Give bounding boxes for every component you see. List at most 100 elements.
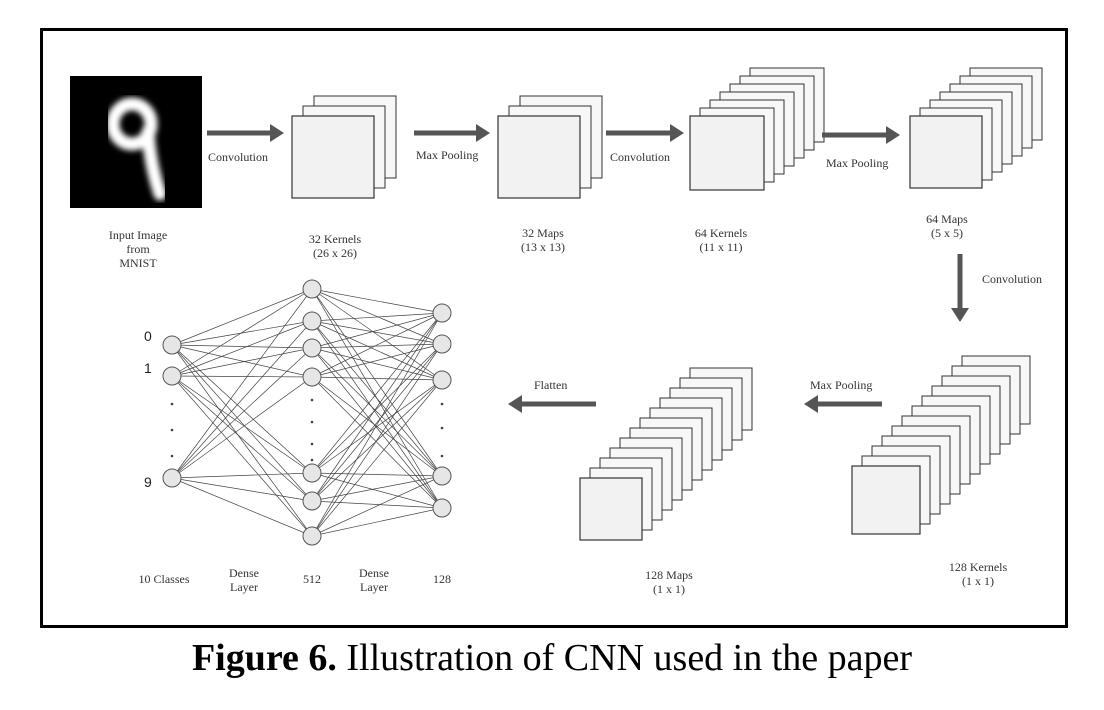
connection <box>311 475 443 537</box>
dot <box>440 402 444 406</box>
connection <box>311 507 443 537</box>
neuron <box>432 466 452 486</box>
dot <box>170 428 174 432</box>
stack-32-maps <box>497 95 603 199</box>
connection <box>311 312 443 378</box>
neuron <box>302 279 322 299</box>
feature-map <box>579 477 643 541</box>
connection <box>171 477 313 537</box>
arrow-head <box>670 124 684 142</box>
stage-label-32-maps: 32 Maps(13 x 13) <box>521 226 565 254</box>
connection <box>311 312 443 502</box>
connection <box>171 288 313 346</box>
connection <box>171 376 313 479</box>
output-index-1: 1 <box>144 360 152 376</box>
connection <box>311 343 443 537</box>
neuron <box>302 491 322 511</box>
connection <box>311 312 443 322</box>
neuron <box>302 367 322 387</box>
connection <box>171 288 313 377</box>
feature-map <box>497 115 581 199</box>
connection <box>311 320 443 477</box>
dot <box>310 442 314 446</box>
stack-64-kernels <box>689 67 825 191</box>
dot <box>170 402 174 406</box>
neuron <box>302 338 322 358</box>
stack-64-maps <box>909 67 1043 189</box>
label-128: 128 <box>433 572 451 586</box>
feature-map <box>291 115 375 199</box>
arrow-head <box>951 308 969 322</box>
connection <box>311 288 443 314</box>
op-label-convolution-3: Convolution <box>982 272 1043 286</box>
stage-label-64-kernels: 64 Kernels(11 x 11) <box>694 226 748 254</box>
stack-32-kernels <box>291 95 397 199</box>
cnn-diagram <box>162 67 1043 546</box>
connection <box>311 320 443 345</box>
caption-label: Figure 6. <box>191 637 337 679</box>
neuron <box>432 370 452 390</box>
mnist-input-image <box>70 76 202 208</box>
arrow-max-pooling-1 <box>414 124 490 142</box>
feature-map-stacks <box>291 67 1043 541</box>
connection <box>171 375 313 537</box>
connection <box>171 375 313 502</box>
arrow-convolution-3 <box>951 254 969 322</box>
arrow-convolution-1 <box>207 124 284 142</box>
connection <box>171 320 313 377</box>
op-label-convolution-1: Convolution <box>208 150 269 164</box>
figure-caption: Figure 6. Illustration of CNN used in th… <box>0 636 1104 680</box>
neuron <box>162 335 182 355</box>
connection <box>171 472 313 479</box>
connection <box>171 347 313 377</box>
arrow-head <box>508 395 522 413</box>
neuron <box>432 334 452 354</box>
arrow-max-pooling-3 <box>804 395 882 413</box>
connection <box>171 375 313 474</box>
connection <box>311 347 443 509</box>
network-connections <box>171 288 443 537</box>
connection <box>311 472 443 509</box>
operation-arrows <box>207 124 969 413</box>
input-image-label: Input Image from MNIST <box>108 228 168 270</box>
arrow-max-pooling-2 <box>822 126 900 144</box>
op-label-max-pooling-1: Max Pooling <box>416 148 479 162</box>
connection <box>171 288 313 479</box>
stage-label-64-maps: 64 Maps(5 x 5) <box>926 212 968 240</box>
connection <box>311 379 443 474</box>
connection <box>171 320 313 346</box>
connection <box>311 320 443 509</box>
connection <box>311 379 443 537</box>
arrow-head <box>476 124 490 142</box>
connection <box>171 375 313 378</box>
dot <box>170 454 174 458</box>
connection <box>311 288 443 345</box>
connection <box>311 500 443 509</box>
connection <box>171 344 313 537</box>
connection <box>311 475 443 502</box>
label-512: 512 <box>303 572 321 586</box>
layer-512 <box>302 279 322 546</box>
neuron <box>302 311 322 331</box>
op-label-flatten: Flatten <box>534 378 568 392</box>
connection <box>171 344 313 349</box>
dot <box>440 454 444 458</box>
neuron <box>162 366 182 386</box>
neuron <box>162 468 182 488</box>
connection <box>311 472 443 477</box>
output-index-0: 0 <box>144 328 152 344</box>
connection <box>171 347 313 479</box>
dense-network <box>162 279 452 546</box>
ellipsis-dots <box>170 398 444 462</box>
dot <box>310 398 314 402</box>
neuron <box>432 303 452 323</box>
neuron <box>302 463 322 483</box>
connection <box>171 477 313 502</box>
arrow-convolution-2 <box>606 124 684 142</box>
connection <box>311 347 443 477</box>
layer-128 <box>432 303 452 518</box>
feature-map <box>851 465 921 535</box>
dot <box>440 426 444 430</box>
